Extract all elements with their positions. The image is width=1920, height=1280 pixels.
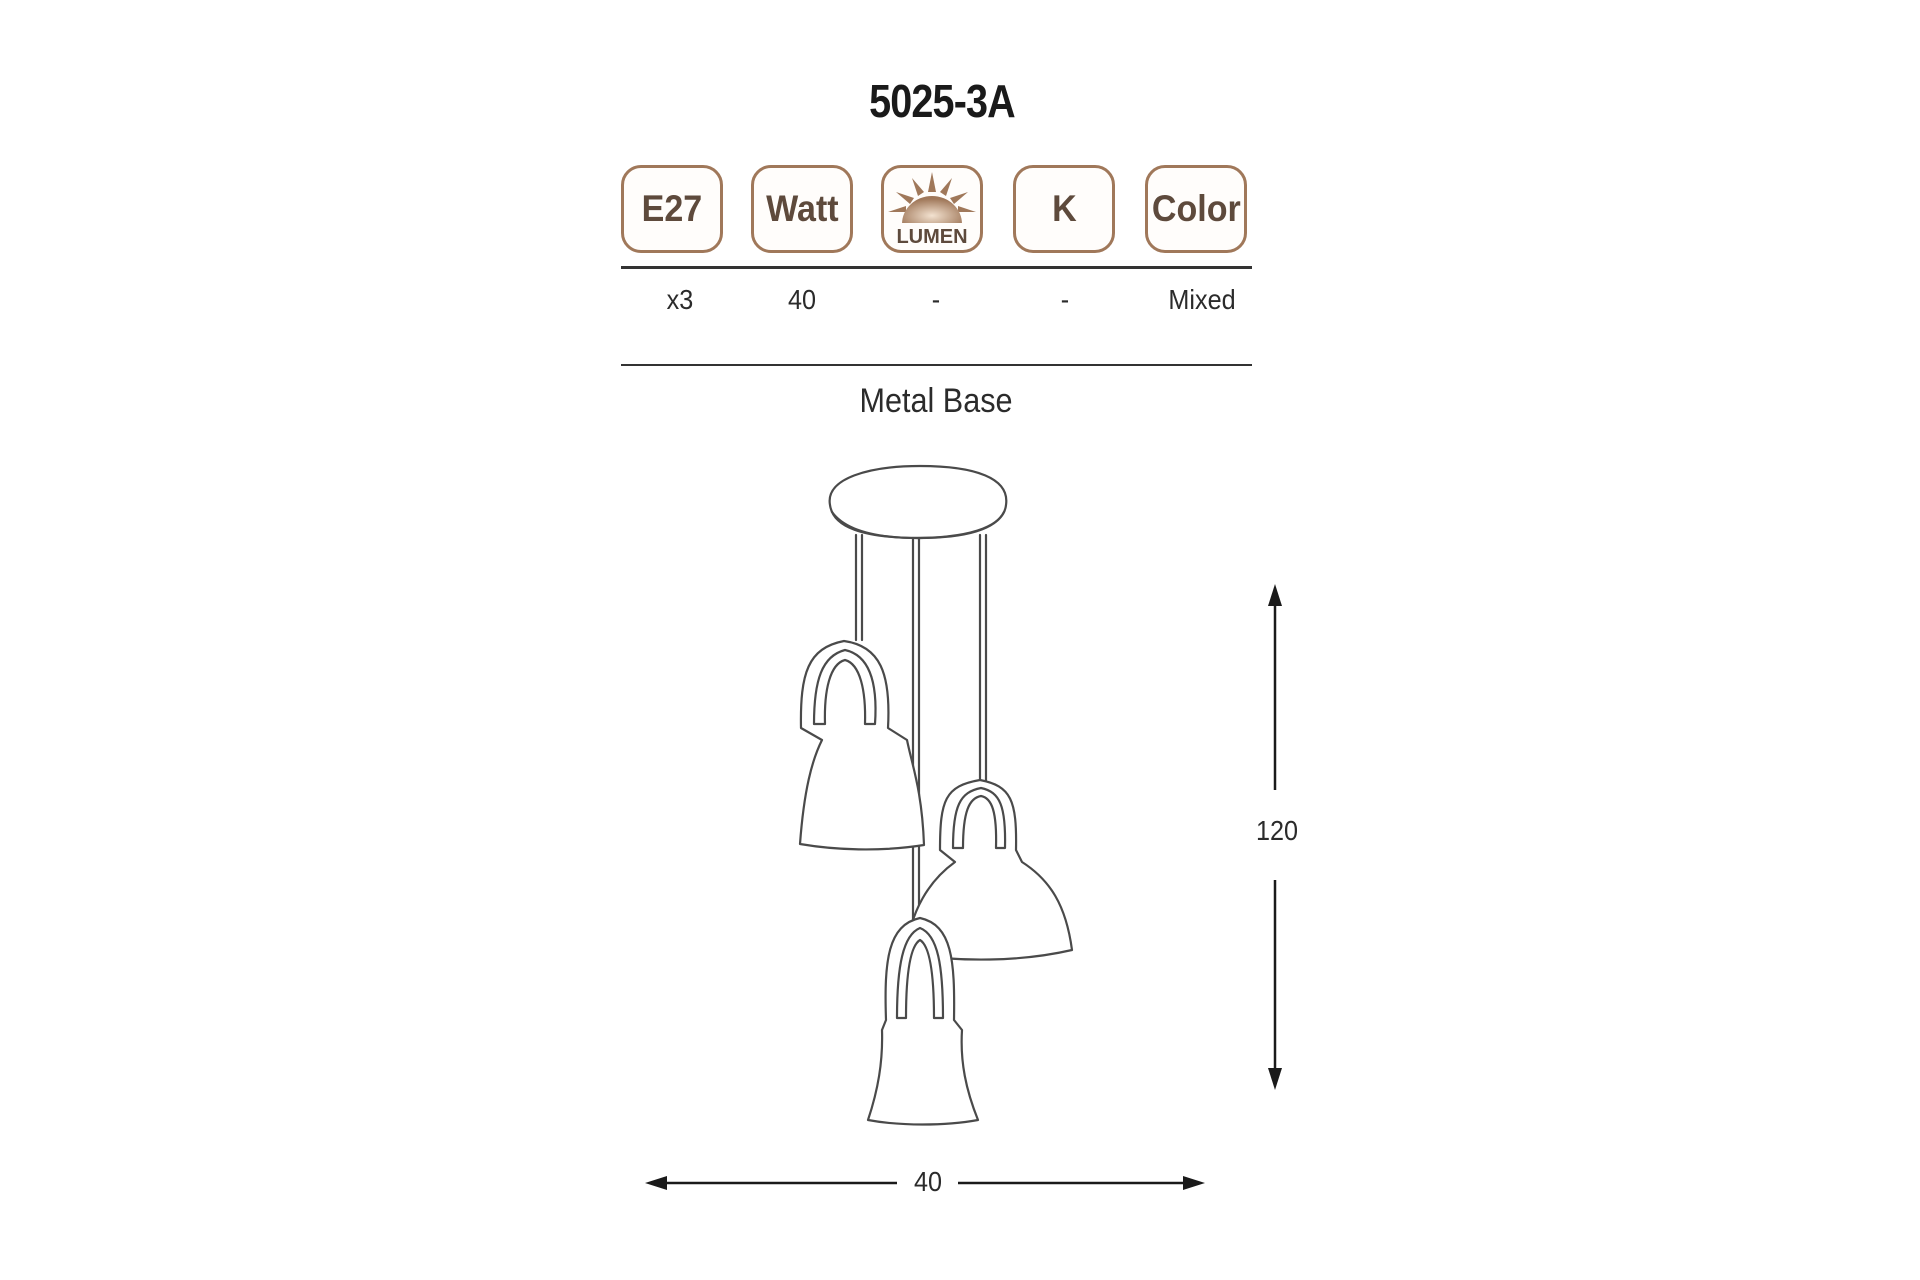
sun-icon: LUMEN bbox=[888, 172, 976, 248]
width-dimension-arrow bbox=[645, 1176, 1205, 1190]
kelvin-value: - bbox=[1060, 284, 1070, 315]
material-label: Metal Base bbox=[859, 382, 1013, 420]
kelvin-label: K bbox=[1051, 188, 1077, 229]
color-label: Color bbox=[1151, 188, 1241, 229]
height-value: 120 bbox=[1250, 815, 1304, 847]
watt-value: 40 bbox=[787, 284, 817, 315]
watt-label: Watt bbox=[765, 188, 839, 229]
kelvin-icon: K bbox=[1013, 165, 1115, 253]
ceiling-canopy bbox=[828, 464, 1008, 540]
color-value: Mixed bbox=[1168, 284, 1236, 315]
color-icon: Color bbox=[1145, 165, 1247, 253]
product-code: 5025-3A bbox=[869, 75, 1016, 127]
socket-value: x3 bbox=[666, 284, 694, 315]
spec-divider-bottom bbox=[621, 364, 1252, 366]
lamp-shade-upper bbox=[798, 639, 926, 851]
lumen-label: LUMEN bbox=[896, 226, 967, 248]
socket-icon: E27 bbox=[621, 165, 723, 253]
spec-divider-top bbox=[621, 266, 1252, 269]
suspension-cords bbox=[854, 533, 988, 937]
lamp-shade-middle bbox=[904, 778, 1074, 961]
lamp-shade-lower bbox=[866, 916, 980, 1126]
height-dimension-arrow bbox=[1268, 584, 1282, 1090]
width-value: 40 bbox=[907, 1166, 949, 1198]
lumen-value: - bbox=[931, 284, 941, 315]
socket-label: E27 bbox=[641, 188, 703, 229]
lumen-icon: LUMEN bbox=[881, 165, 983, 253]
watt-icon: Watt bbox=[751, 165, 853, 253]
